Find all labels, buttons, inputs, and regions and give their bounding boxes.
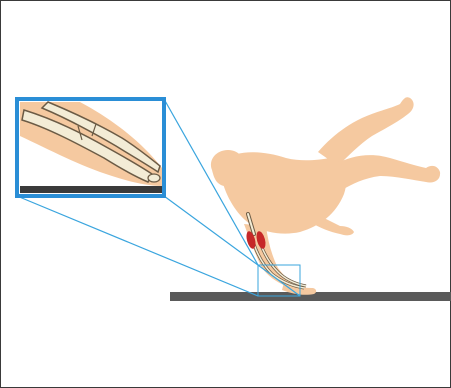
figure-head: [211, 150, 244, 186]
figure-back-arm: [310, 214, 354, 235]
falling-figure: [211, 97, 440, 295]
inset-floor: [20, 186, 162, 193]
figure-leg-lower: [336, 155, 440, 190]
zoom-line-bottom: [17, 196, 258, 296]
zoom-inset: [17, 99, 164, 196]
inset-wrist-bone: [148, 174, 160, 182]
